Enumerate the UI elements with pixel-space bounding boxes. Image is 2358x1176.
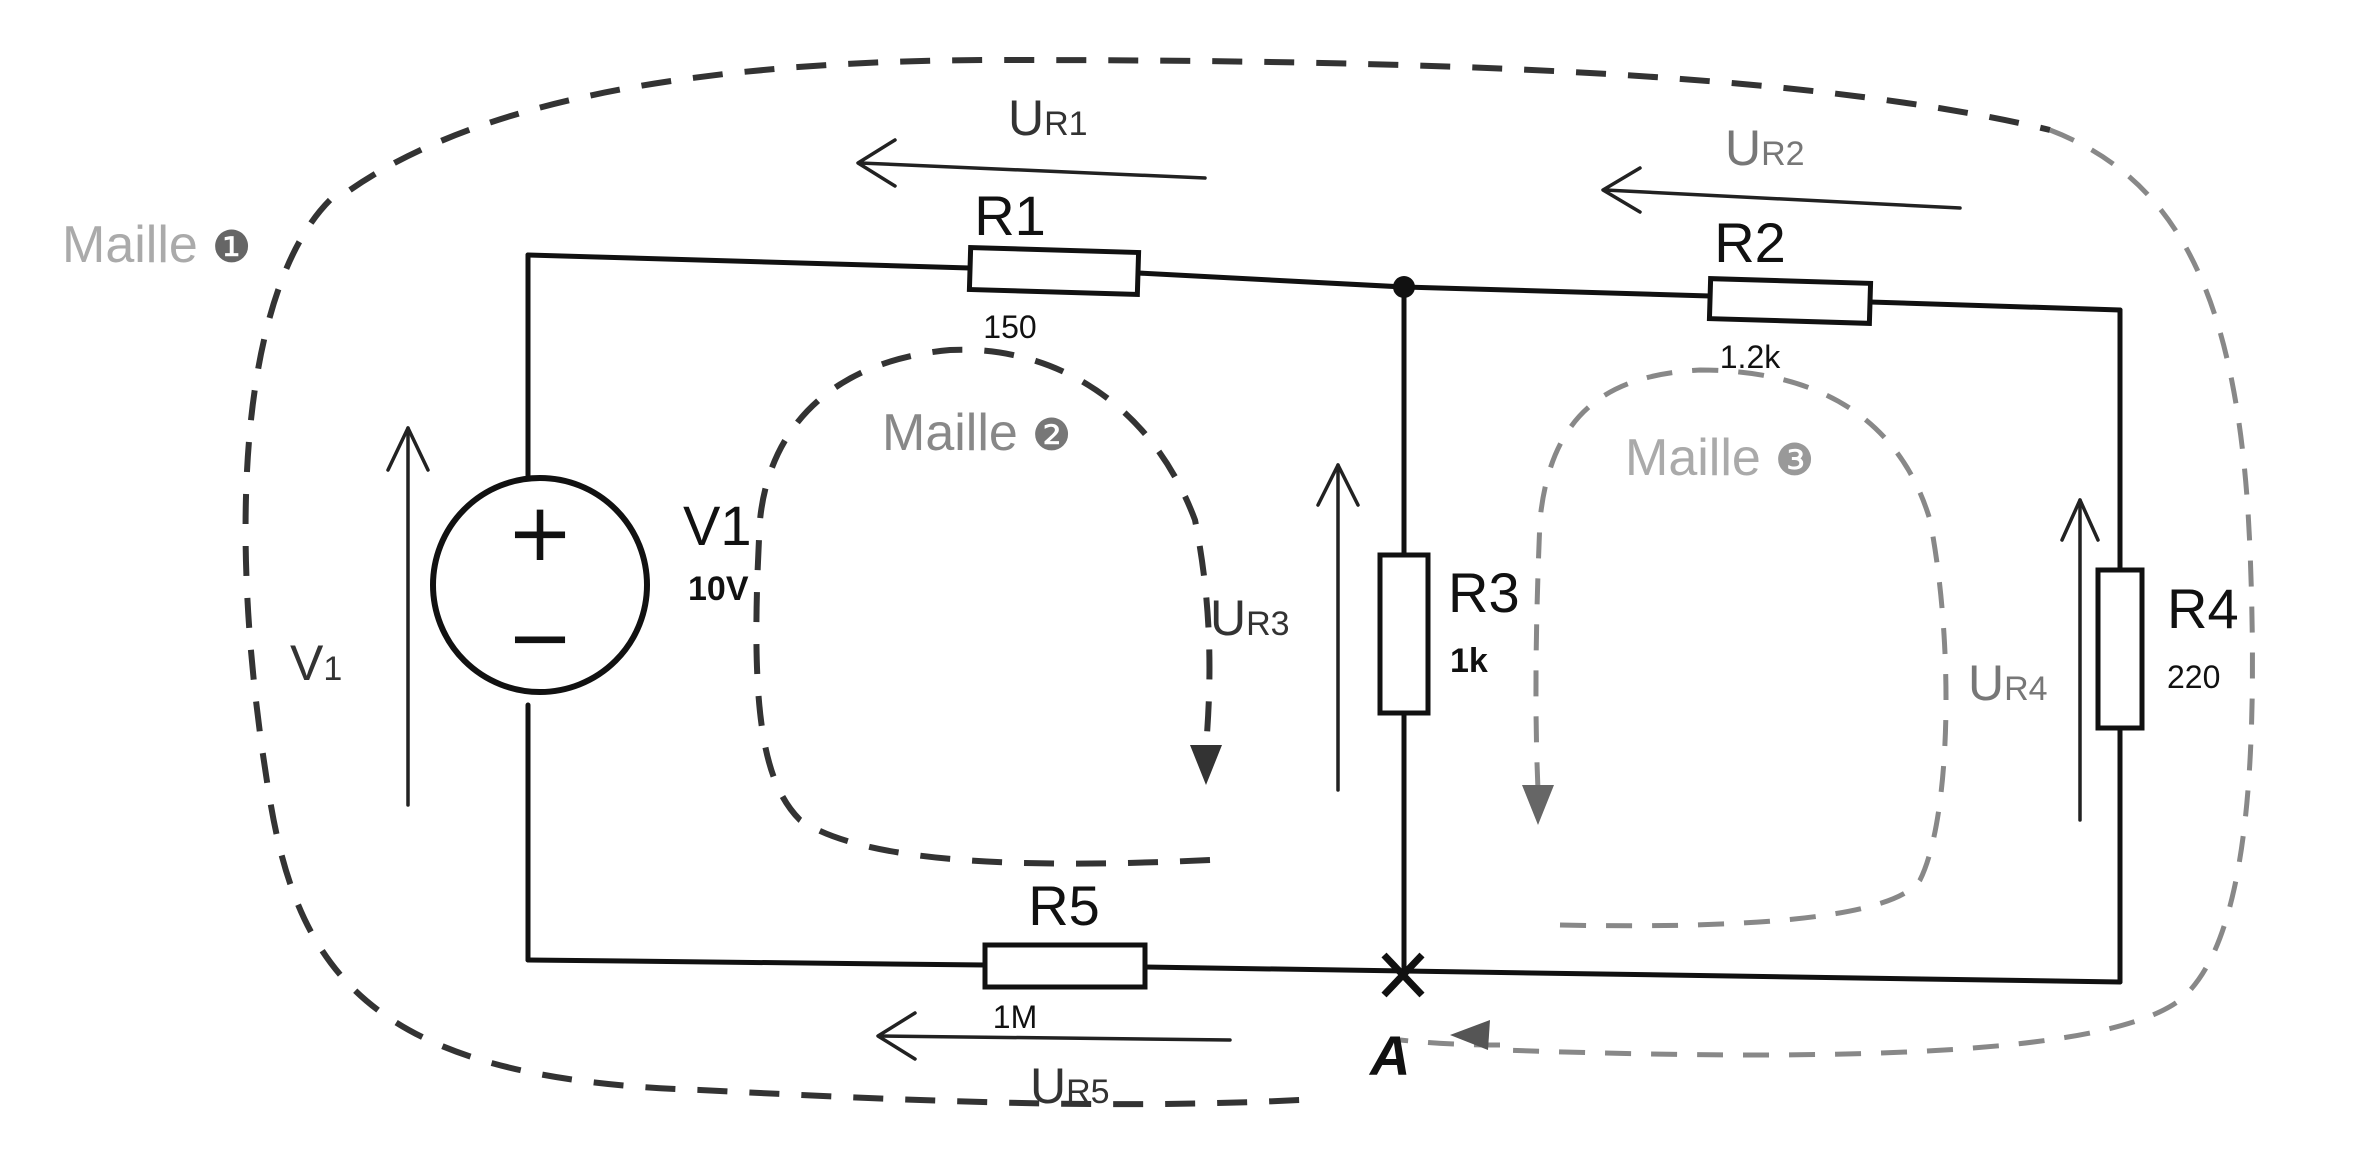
label-r3-name: R3: [1448, 561, 1520, 624]
loop-2-path: [753, 346, 1213, 867]
label-r1-name: R1: [974, 184, 1046, 247]
label-r2-name: R2: [1714, 211, 1786, 274]
label-r4-value: 220: [2167, 659, 2220, 695]
label-node-a: A: [1368, 1024, 1410, 1087]
arrow-v1: [386, 426, 430, 807]
loop-1-path-right: [1499, 127, 2255, 1058]
label-r2-value: 1.2k: [1720, 339, 1781, 375]
label-v1-value: 10V: [688, 570, 749, 608]
label-ur5: UR5: [1030, 1058, 1110, 1114]
label-r1-value: 150: [983, 309, 1036, 345]
label-r4-name: R4: [2167, 577, 2239, 640]
label-ur2: UR2: [1725, 120, 1805, 176]
resistor-r2: [1706, 276, 1874, 326]
arrow-ur5: [876, 1011, 1232, 1061]
junction-dot: [1393, 276, 1415, 298]
label-ur4: UR4: [1968, 655, 2048, 711]
source-minus-sign: −: [506, 591, 573, 684]
source-plus-sign: +: [506, 486, 573, 579]
label-r5-value: 1M: [993, 999, 1037, 1035]
label-r5-name: R5: [1028, 874, 1100, 937]
label-v1-name: V1: [683, 494, 752, 557]
loop-1-path-top: [348, 56, 2051, 193]
loop-3-arrowhead: [1522, 785, 1554, 825]
loop-1-path: [242, 197, 1301, 1108]
voltage-source-v1: [430, 475, 650, 695]
arrow-ur4: [2060, 498, 2100, 822]
label-v1-voltage: V1: [290, 635, 342, 691]
loop-1-arrowhead: [1450, 1020, 1490, 1050]
arrow-ur1: [856, 138, 1207, 188]
label-r3-value: 1k: [1450, 642, 1488, 680]
resistor-r1: [966, 244, 1142, 298]
resistor-r5: [982, 942, 1148, 990]
arrow-ur3: [1316, 463, 1360, 792]
arrow-ur2: [1601, 166, 1962, 214]
resistor-r3: [1377, 552, 1431, 716]
node-a-marker: [1381, 952, 1425, 998]
loop-3-path: [1533, 367, 1949, 929]
label-ur1: UR1: [1008, 90, 1088, 146]
loop-2-arrowhead: [1190, 745, 1222, 785]
resistor-r4: [2095, 567, 2145, 731]
wires: [525, 252, 2123, 985]
label-ur3: UR3: [1210, 590, 1290, 646]
